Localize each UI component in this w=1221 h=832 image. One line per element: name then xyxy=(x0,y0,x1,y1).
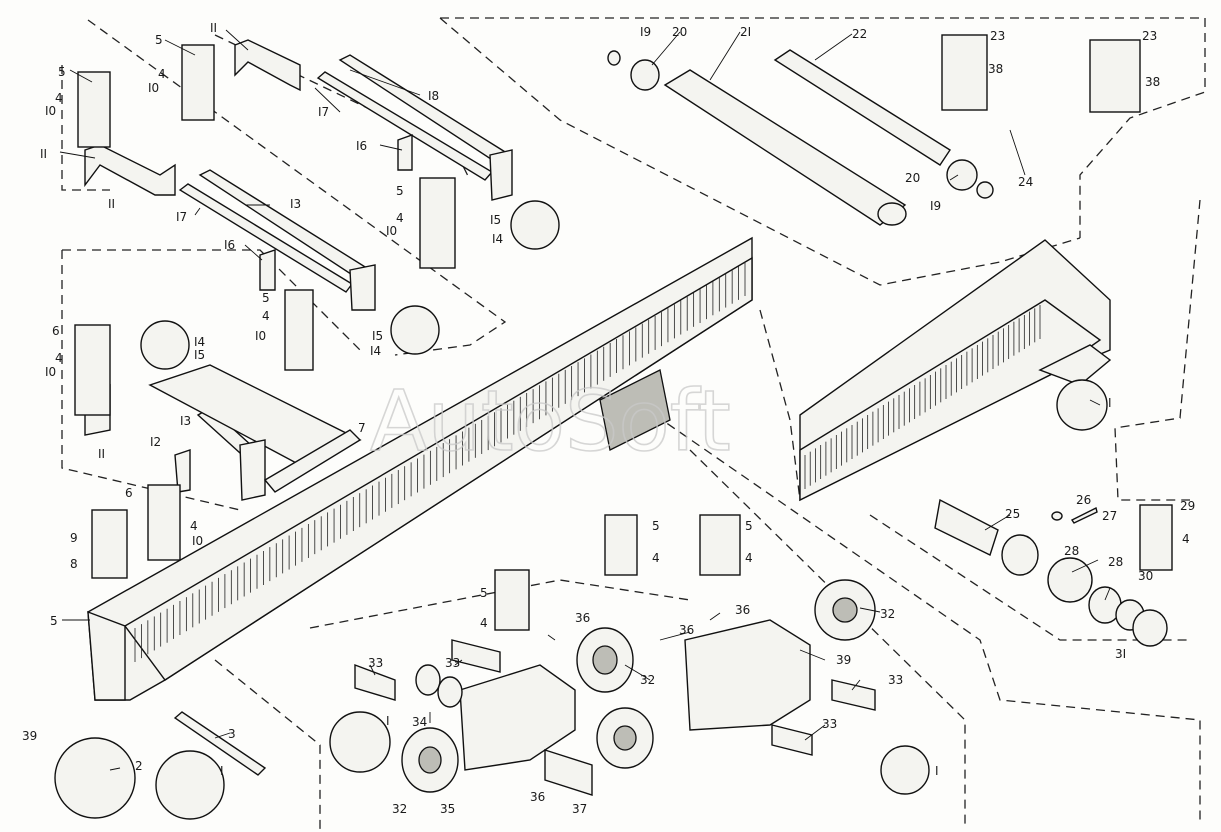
callout-label: 39 xyxy=(836,653,851,667)
callout-label: I2 xyxy=(150,435,161,449)
leader-lines xyxy=(59,29,1111,771)
callout-label: I0 xyxy=(255,329,266,343)
callout-label: 4 xyxy=(652,551,660,565)
callout-label: 34 xyxy=(412,715,427,729)
callout-label: I0 xyxy=(386,224,397,238)
callout-label: 5 xyxy=(396,184,404,198)
callout-label: 32 xyxy=(640,673,655,687)
callout-label: 4 xyxy=(262,309,270,323)
fastener-boxes xyxy=(74,34,1173,631)
callout-label: 4 xyxy=(1182,532,1190,546)
callout-label: II xyxy=(108,197,115,211)
callout-label: II xyxy=(210,21,217,35)
callout-label: I6 xyxy=(224,238,235,252)
boom-segment xyxy=(799,239,1112,502)
callout-label: 33 xyxy=(445,656,460,670)
callout-label: 4 xyxy=(55,351,63,365)
callout-label: 28 xyxy=(1108,555,1123,569)
callout-label: 2 xyxy=(135,759,143,773)
callout-label: I5 xyxy=(372,329,383,343)
detail-circles xyxy=(54,200,1108,820)
callout-label: 37 xyxy=(572,802,587,816)
callout-label: I4 xyxy=(492,232,503,246)
brackets xyxy=(84,39,513,501)
callout-label: 30 xyxy=(1138,569,1153,583)
callout-label: I8 xyxy=(428,89,439,103)
callout-label: 4 xyxy=(158,67,166,81)
callout-label: I5 xyxy=(194,348,205,362)
callout-label: I0 xyxy=(45,365,56,379)
watermark-text: AutoSoft xyxy=(370,372,731,470)
callout-label: 3 xyxy=(228,727,236,741)
callout-label: 36 xyxy=(575,611,590,625)
callout-label: 33 xyxy=(822,717,837,731)
callout-label: 8 xyxy=(70,557,78,571)
callout-label: 5 xyxy=(480,586,488,600)
callout-labels: 5 II 4 I0 5 4 I0 II I8 I7 I6 II I3 I7 I6… xyxy=(22,21,1195,816)
callout-label: 5 xyxy=(58,65,66,79)
callout-label: I7 xyxy=(176,210,187,224)
callout-label: I3 xyxy=(290,197,301,211)
callout-label: I xyxy=(220,764,224,778)
callout-label: I xyxy=(1108,396,1112,410)
callout-label: 26 xyxy=(1076,493,1091,507)
callout-label: 20 xyxy=(905,171,920,185)
callout-label: 4 xyxy=(480,616,488,630)
callout-label: I xyxy=(935,764,939,778)
callout-label: II xyxy=(98,447,105,461)
main-frame-beam xyxy=(87,236,753,701)
callout-label: 38 xyxy=(1145,75,1160,89)
callout-label: 4 xyxy=(55,91,63,105)
callout-label: 4 xyxy=(396,211,404,225)
callout-label: II xyxy=(40,147,47,161)
callout-label: I6 xyxy=(356,139,367,153)
callout-label: 2I xyxy=(740,25,751,39)
callout-label: 36 xyxy=(679,623,694,637)
callout-label: I0 xyxy=(45,104,56,118)
callout-label: 9 xyxy=(70,531,78,545)
callout-label: 36 xyxy=(530,790,545,804)
callout-label: 5 xyxy=(745,519,753,533)
callout-label: 36 xyxy=(735,603,750,617)
callout-label: 20 xyxy=(672,25,687,39)
callout-label: I9 xyxy=(930,199,941,213)
callout-label: 5 xyxy=(262,291,270,305)
callout-label: 6 xyxy=(125,486,133,500)
callout-label: 29 xyxy=(1180,499,1195,513)
lower-assemblies xyxy=(71,498,1168,796)
callout-label: I7 xyxy=(318,105,329,119)
callout-label: 32 xyxy=(392,802,407,816)
callout-label: 4 xyxy=(745,551,753,565)
callout-label: 22 xyxy=(852,27,867,41)
callout-label: 38 xyxy=(988,62,1003,76)
callout-label: 39 xyxy=(22,729,37,743)
callout-label: 7 xyxy=(358,421,366,435)
callout-label: 4 xyxy=(190,519,198,533)
callout-label: I9 xyxy=(640,25,651,39)
callout-label: I xyxy=(386,714,390,728)
callout-label: 5 xyxy=(155,33,163,47)
callout-label: I5 xyxy=(490,213,501,227)
callout-label: I3 xyxy=(180,414,191,428)
callout-label: 35 xyxy=(440,802,455,816)
callout-label: I4 xyxy=(194,335,205,349)
callout-label: 5 xyxy=(50,614,58,628)
callout-label: 25 xyxy=(1005,507,1020,521)
callout-label: 23 xyxy=(1142,29,1157,43)
callout-label: 3I xyxy=(1115,647,1126,661)
callout-label: I0 xyxy=(192,534,203,548)
callout-label: 6 xyxy=(52,324,60,338)
callout-label: 28 xyxy=(1064,544,1079,558)
callout-label: 24 xyxy=(1018,175,1033,189)
callout-label: 33 xyxy=(888,673,903,687)
callout-label: 33 xyxy=(368,656,383,670)
callout-label: I4 xyxy=(370,344,381,358)
callout-label: I0 xyxy=(148,81,159,95)
callout-label: 5 xyxy=(652,519,660,533)
callout-label: 27 xyxy=(1102,509,1117,523)
callout-label: 32 xyxy=(880,607,895,621)
callout-label: 23 xyxy=(990,29,1005,43)
